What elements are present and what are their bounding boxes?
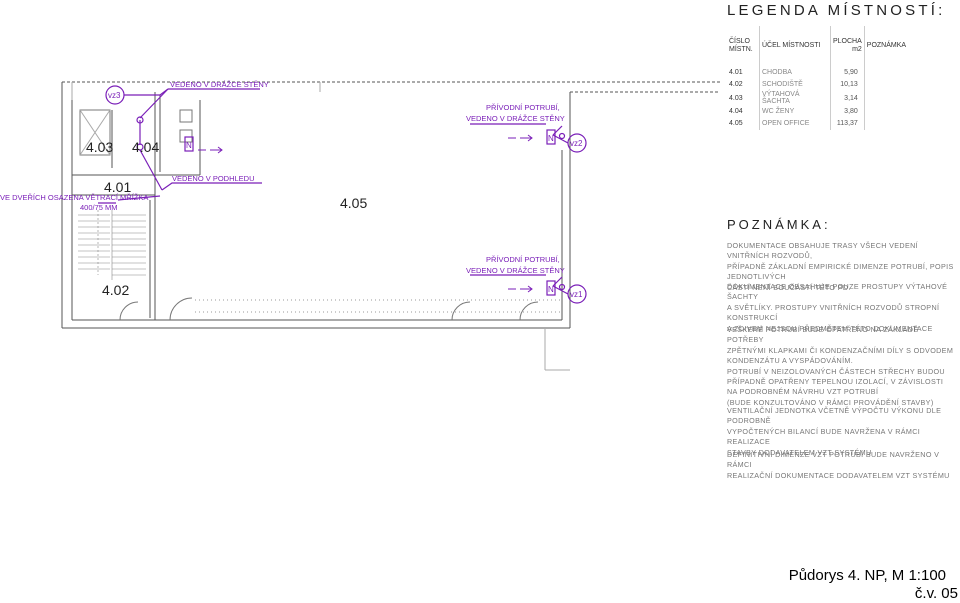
door-swing [119,301,139,321]
terminal-n-box [546,280,556,296]
note-line: (BUDE KONZULTOVÁNO V RÁMCI PROVÁDĚNÍ STA… [727,397,934,407]
wc-fixture [179,129,193,143]
wc-fixture [179,109,193,123]
annotation-supply-duct-1: PŘÍVODNÍ POTRUBÍ, [486,103,560,112]
room-name-cell: VÝTAHOVÁ ŠACHTA [759,91,831,105]
notes-title: POZNÁMKA: [727,217,831,232]
note-line: VEŠKERÉ POTRUBÍ BUDE OPATŘENO NA ZÁKLADĚ… [727,325,919,345]
room-name-cell: SCHODIŠTĚ [759,78,831,91]
room-name-cell: OPEN OFFICE [759,117,831,130]
annotation-ceiling: VEDENO V PODHLEDU [172,174,255,183]
duct-node [558,132,566,140]
drawing-number: č.v. 05 [914,585,958,602]
table-row: 4.04 WC ŽENY 3,80 [727,105,937,118]
room-area-cell: 3,80 [830,105,865,118]
room-number: 4.04 [132,139,159,155]
room-number: 4.03 [86,139,113,155]
room-note-cell [863,105,937,118]
note-paragraph: DOKUMENTACE OBSAHUJE TRASY VŠECH VEDENÍ … [727,241,957,293]
airflow-arrow [198,134,533,293]
room-area-cell: 10,13 [830,78,865,91]
tag-vz3: vz3 [108,91,121,100]
room-area-cell: 3,14 [830,91,865,105]
header-note: POZNÁMKA [863,26,937,66]
tag-vz1: vz1 [570,290,583,299]
table-row: 4.05 OPEN OFFICE 113,37 [727,117,937,130]
table-row: 4.03 VÝTAHOVÁ ŠACHTA 3,14 [727,91,937,105]
building-walls [61,81,720,371]
note-line: STAVBY DODAVATELEM VZT SYSTÉMU [727,447,872,457]
table-row: 4.02 SCHODIŠTĚ 10,13 [727,78,937,91]
room-area-cell: 113,37 [830,117,865,130]
room-note-cell [863,78,937,91]
note-line: POTRUBÍ V NEIZOLOVANÝCH ČÁSTECH STŘECHY … [727,366,945,376]
terminal-mark: N [548,134,554,143]
tag-vz2: vz2 [570,139,583,148]
room-number: 4.01 [104,179,131,195]
note-line: PŘÍPADNĚ OPATŘENY TEPELNOU IZOLACÍ, V ZÁ… [727,377,944,387]
note-paragraph: DEFINITIVNÍ DIMENZE VZT POTRUBÍ BUDE NAV… [727,450,957,481]
note-line: PŘÍPADNĚ ZÁKLADNÍ EMPIRICKÉ DIMENZE POTR… [727,261,954,282]
room-note-cell [863,91,937,105]
room-number-cell: 4.05 [729,120,743,128]
door-swing [169,297,193,321]
terminal-n-box [546,129,556,145]
legend-title: LEGENDA MÍSTNOSTÍ: [727,2,946,19]
annotation-wall-groove: VEDENO V DRÁŽCE STĚNY [170,80,269,89]
note-line: DEFINITIVNÍ DIMENZE VZT POTRUBÍ BUDE NAV… [727,450,940,470]
annotation-supply-duct-2b: VEDENO V DRÁŽCE STĚNY [466,266,565,275]
note-line: DOKUMENTACE OBSAHUJE TRASY VŠECH VEDENÍ … [727,241,918,261]
annotation-supply-duct-1b: VEDENO V DRÁŽCE STĚNY [466,114,565,123]
room-note-cell [863,66,937,79]
note-line: ZPĚTNÝMI KLAPKAMI ČI KONDENZAČNÍMI DÍLY … [727,345,954,355]
note-line: VYPOČTENÝCH BILANCÍ BUDE NAVRŽENA V RÁMC… [727,426,921,447]
note-paragraph: VENTILAČNÍ JEDNOTKA VČETNĚ VÝPOČTU VÝKON… [727,406,957,458]
staircase [78,210,146,280]
door-swing [519,301,539,321]
room-number-cell: 4.03 [729,94,743,102]
note-line: VENTILAČNÍ JEDNOTKA VČETNĚ VÝPOČTU VÝKON… [727,406,942,426]
annotation-grille-size: 400/75 MM [80,203,118,212]
room-number-cell: 4.04 [729,107,743,115]
room-number-cell: 4.02 [729,81,743,89]
note-paragraph: VEŠKERÉ POTRUBÍ BUDE OPATŘENO NA ZÁKLADĚ… [727,325,957,408]
header-room-purpose: ÚČEL MÍSTNOSTI [759,26,831,66]
terminal-mark: N [548,285,554,294]
room-number: 4.02 [102,282,129,298]
note-line: ČÁSTÍ NENÍ SOUČÁSTÍ TÉTO PD. [727,282,851,292]
terminal-mark: N [186,141,192,150]
room-number: 4.05 [340,195,367,211]
note-line: A SVĚTLÍKY. PROSTUPY VNITŘNÍCH ROZVODŮ S… [727,302,940,323]
room-area-cell: 5,90 [830,66,865,79]
annotation-supply-duct-2: PŘÍVODNÍ POTRUBÍ, [486,255,560,264]
room-note-cell [863,117,937,130]
duct-node [558,283,566,291]
note-line: NA PODROBNÉM NÁVRHU VZT POTRUBÍ [727,387,879,397]
elevator-shaft [79,109,111,156]
terminal-n-box [184,136,194,152]
door-swing [451,301,471,321]
note-paragraph: DOKUMENTACE OBSAHUJE POUZE PROSTUPY VÝTA… [727,282,957,334]
room-number-cell: 4.01 [729,68,743,76]
note-line: KONDENZÁTU A VYSPÁDOVÁNÍM. [727,356,854,366]
table-row: 4.01 CHODBA 5,90 [727,66,937,79]
duct-routing [98,85,587,304]
room-name-cell: WC ŽENY [759,105,831,118]
note-line: DOKUMENTACE OBSAHUJE POUZE PROSTUPY VÝTA… [727,282,948,302]
note-line: A ZDIVEM NEJSOU PŘEDMĚTEM TÉTO DOKUMENTA… [727,323,933,333]
note-line: REALIZAČNÍ DOKUMENTACE DODAVATELEM VZT S… [727,470,950,480]
annotation-door-grille: VE DVEŘÍCH OSAZENA VĚTRACÍ MŘÍŽKA [0,193,148,202]
drawing-title: Půdorys 4. NP, M 1:100 [788,567,946,584]
room-name-cell: CHODBA [759,66,831,79]
